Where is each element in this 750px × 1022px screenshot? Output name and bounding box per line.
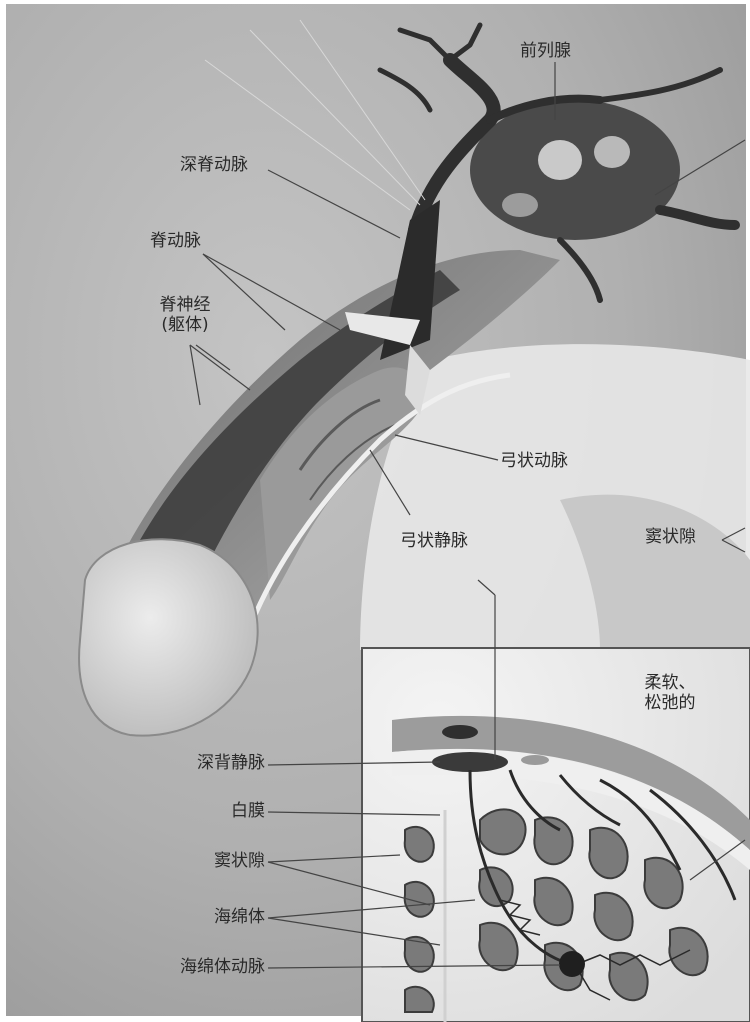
label-soft-relaxed: 柔软、 松弛的 <box>615 674 725 713</box>
label-sinusoid-right: 窦状隙 <box>645 528 696 548</box>
label-cavernous-artery: 海绵体动脉 <box>140 958 265 978</box>
label-dorsal-nerve: 脊神经 (躯体) <box>145 296 225 335</box>
label-corpus-cavernosum: 海绵体 <box>150 908 265 928</box>
label-deep-dorsal-vein: 深背静脉 <box>150 754 265 774</box>
label-prostate: 前列腺 <box>520 42 571 62</box>
label-deep-dorsal-artery: 深脊动脉 <box>180 156 248 176</box>
label-dorsal-nerve-line2: (躯体) <box>145 316 225 336</box>
label-soft-relaxed-line2: 松弛的 <box>615 694 725 714</box>
label-soft-relaxed-line1: 柔软、 <box>615 674 725 694</box>
label-sinusoids: 窦状隙 <box>150 852 265 872</box>
prostate-gland <box>470 100 680 240</box>
label-arcuate-vein: 弓状静脉 <box>400 532 468 552</box>
label-arcuate-artery: 弓状动脉 <box>500 452 568 472</box>
label-dorsal-nerve-line1: 脊神经 <box>145 296 225 316</box>
label-tunica-albuginea: 白膜 <box>150 802 265 822</box>
label-dorsal-artery: 脊动脉 <box>150 232 201 252</box>
